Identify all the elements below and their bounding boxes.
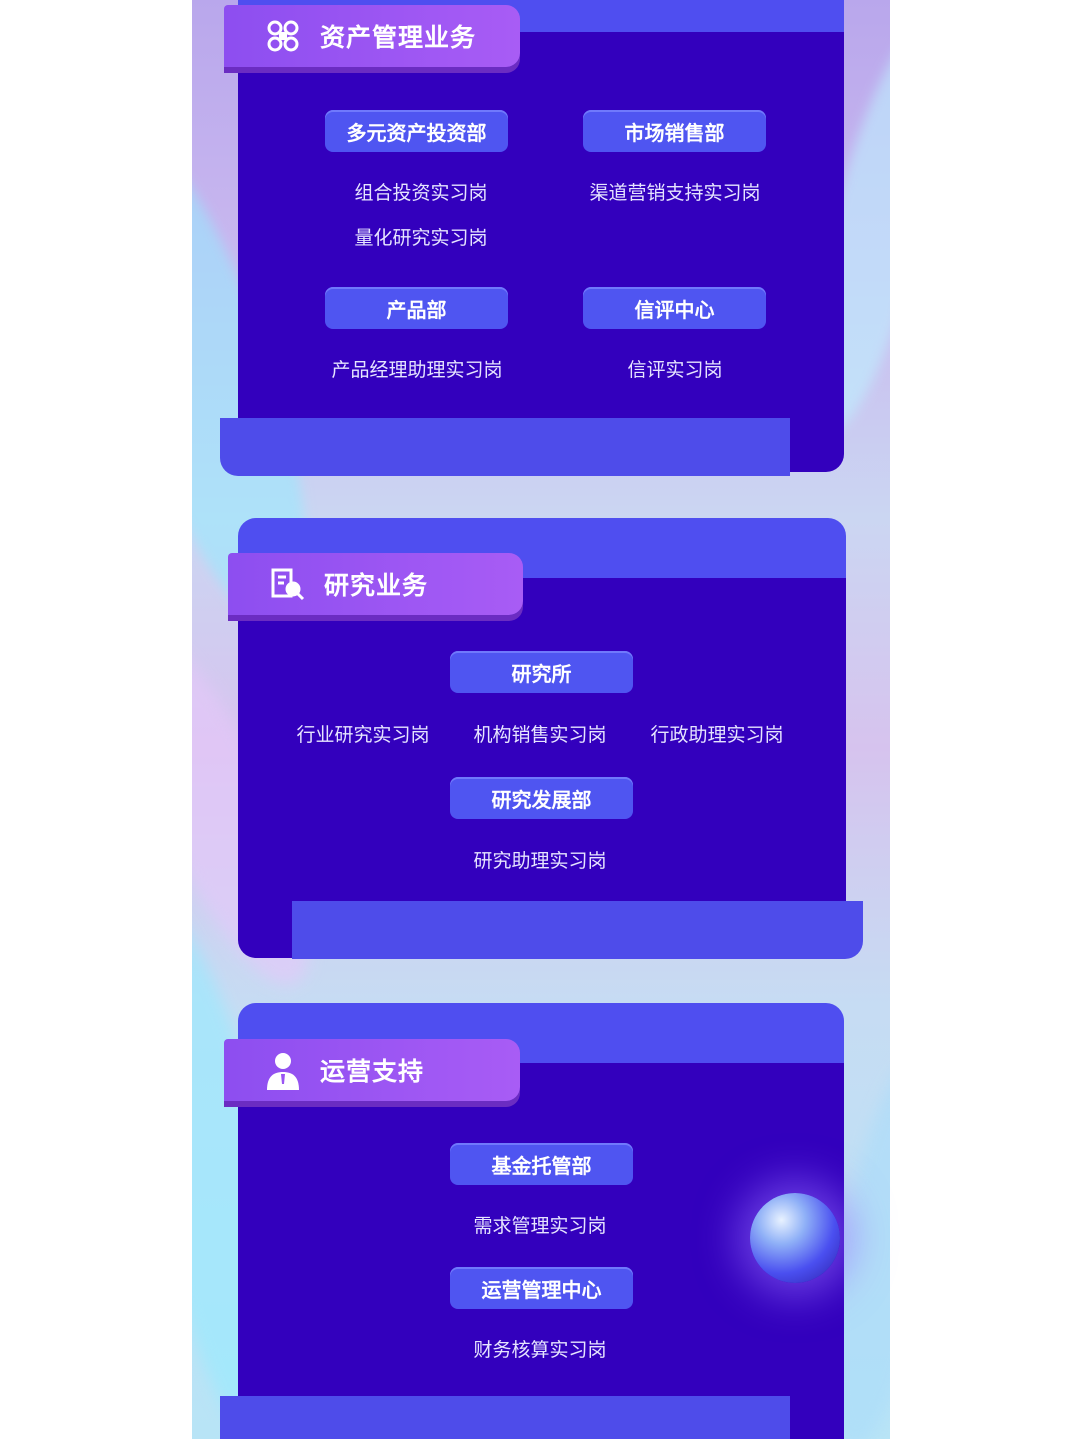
job-item: 信评实习岗 (627, 359, 723, 381)
section-header: 运营支持 (224, 1039, 520, 1101)
job-item: 需求管理实习岗 (473, 1215, 607, 1237)
decorative-orb (750, 1193, 840, 1283)
job-item: 产品经理助理实习岗 (331, 359, 503, 381)
section-title: 运营支持 (320, 1057, 425, 1086)
section-title: 资产管理业务 (320, 23, 477, 52)
job-item: 行政助理实习岗 (650, 724, 784, 746)
job-item: 量化研究实习岗 (354, 227, 488, 249)
job-item: 渠道营销支持实习岗 (589, 182, 761, 204)
document-search-icon (266, 563, 308, 605)
section-fold (292, 901, 863, 959)
person-icon (262, 1049, 304, 1091)
section-fold (220, 1396, 790, 1439)
department-button[interactable]: 产品部 (325, 287, 508, 329)
section-title: 研究业务 (324, 571, 429, 600)
section-panel (238, 578, 846, 958)
department-button[interactable]: 基金托管部 (450, 1143, 633, 1185)
department-button[interactable]: 研究发展部 (450, 777, 633, 819)
section-panel (238, 1063, 844, 1439)
job-item: 组合投资实习岗 (354, 182, 488, 204)
job-item: 行业研究实习岗 (296, 724, 430, 746)
department-button[interactable]: 研究所 (450, 651, 633, 693)
section-fold (220, 418, 790, 476)
job-item: 研究助理实习岗 (473, 850, 607, 872)
grid-command-icon (262, 15, 304, 57)
job-item: 机构销售实习岗 (473, 724, 607, 746)
section-header: 资产管理业务 (224, 5, 520, 67)
department-button[interactable]: 运营管理中心 (450, 1267, 633, 1309)
department-button[interactable]: 市场销售部 (583, 110, 766, 152)
section-header: 研究业务 (228, 553, 523, 615)
department-button[interactable]: 多元资产投资部 (325, 110, 508, 152)
job-item: 财务核算实习岗 (473, 1339, 607, 1361)
department-button[interactable]: 信评中心 (583, 287, 766, 329)
section-panel (238, 32, 844, 472)
